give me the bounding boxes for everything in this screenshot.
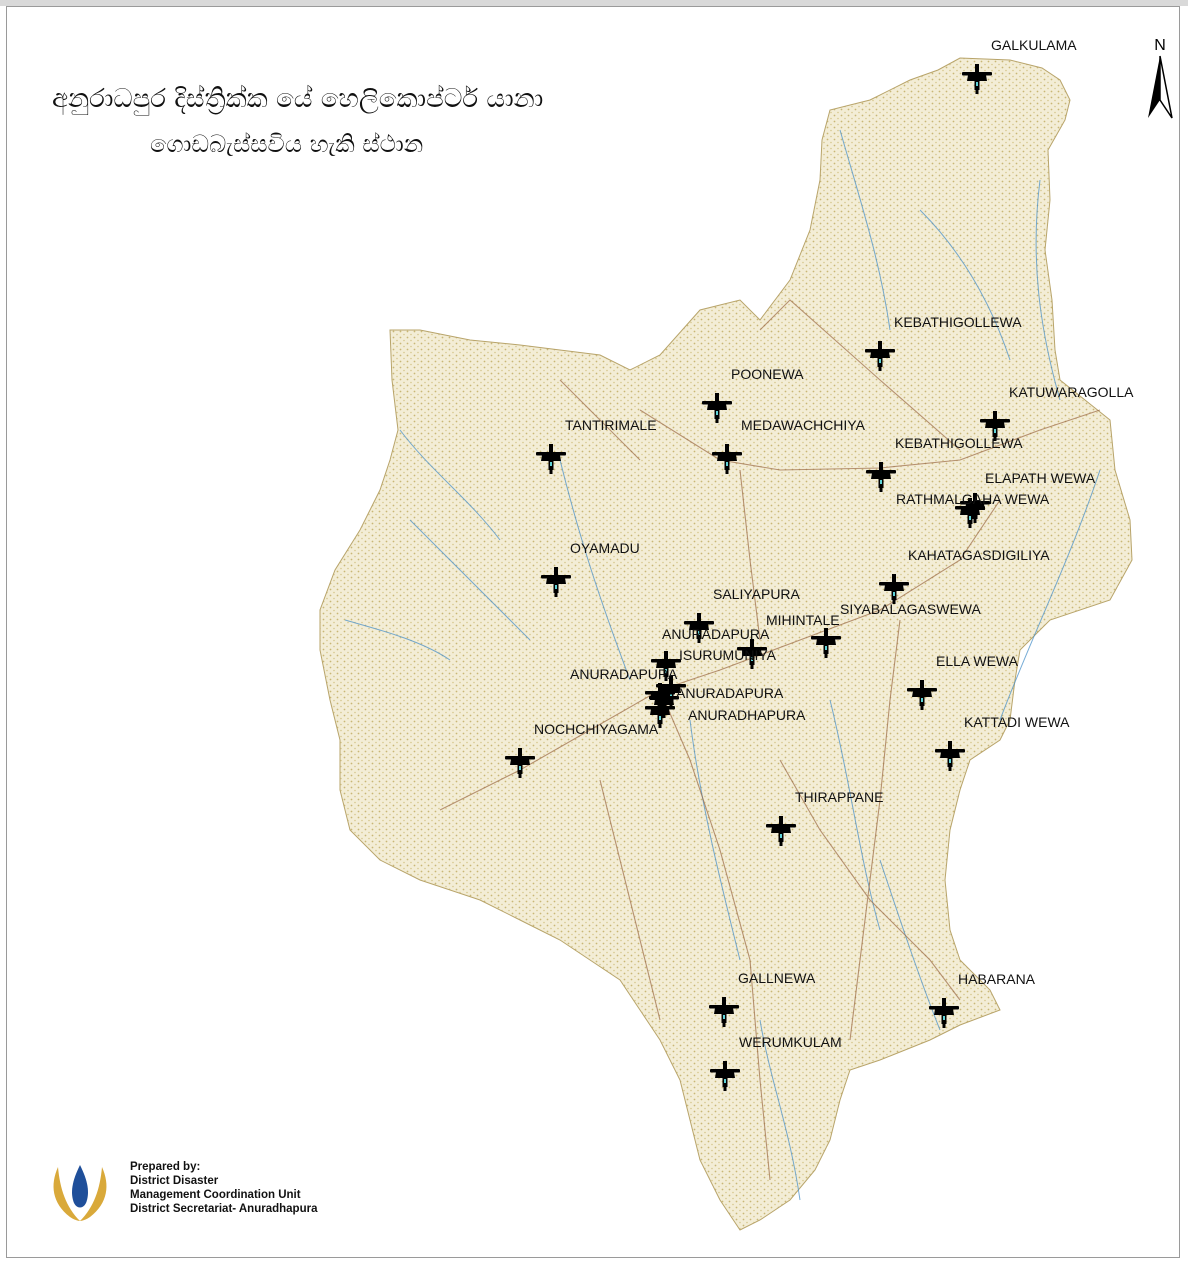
site-label: SALIYAPURA xyxy=(713,586,801,602)
site-label: THIRAPPANE xyxy=(795,789,883,805)
site-label: KATTADI WEWA xyxy=(964,714,1070,730)
site-label: WERUMKULAM xyxy=(739,1034,842,1050)
district-boundary xyxy=(319,57,1133,1231)
site-label: ELLA WEWA xyxy=(936,653,1019,669)
site-label: HABARANA xyxy=(958,971,1036,987)
site-label: ANURADAPURA xyxy=(662,626,770,642)
credit-line-4: District Secretariat- Anuradhapura xyxy=(130,1203,318,1215)
site-label: ANURADHAPURA xyxy=(688,707,806,723)
site-label: GALKULAMA xyxy=(991,37,1077,53)
site-label: RATHMALGAHA WEWA xyxy=(896,491,1050,507)
credit-line-3: Management Coordination Unit xyxy=(130,1189,301,1201)
site-labels: GALKULAMA KEBATHIGOLLEWA POONEWA KATUWARAGO… xyxy=(534,37,1134,1050)
site-label: ANURADAPURA xyxy=(570,666,678,682)
site-label: ELAPATH WEWA xyxy=(985,470,1096,486)
map-title-line-2: ගොඩබැස්සවිය හැකි ස්ථාන xyxy=(150,130,424,158)
site-label: OYAMADU xyxy=(570,540,640,556)
site-label: MIHINTALE xyxy=(766,612,840,628)
site-label: KEBATHIGOLLEWA xyxy=(894,314,1022,330)
site-label: GALLNEWA xyxy=(738,970,816,986)
credit-line-1: Prepared by: xyxy=(130,1161,201,1173)
site-label: KEBATHIGOLLEWA xyxy=(895,435,1023,451)
site-label: ANURADAPURA xyxy=(676,685,784,701)
site-label: POONEWA xyxy=(731,366,804,382)
site-label: NOCHCHIYAGAMA xyxy=(534,721,659,737)
top-bar xyxy=(0,0,1188,6)
site-label: ISURUMUNIYA xyxy=(679,647,777,663)
site-label: KAHATAGASDIGILIYA xyxy=(908,547,1050,563)
credit-line-2: District Disaster xyxy=(130,1175,219,1187)
site-label: MEDAWACHCHIYA xyxy=(741,417,866,433)
site-label: TANTIRIMALE xyxy=(565,417,657,433)
north-label: N xyxy=(1154,37,1166,54)
credit-block: Prepared by: District Disaster Managemen… xyxy=(130,1160,317,1216)
map-frame xyxy=(6,6,1180,1258)
north-arrow-icon xyxy=(1148,56,1160,118)
site-label: SIYABALAGASWEWA xyxy=(840,601,981,617)
north-arrow: N xyxy=(1148,37,1173,119)
map-title-line-1: අනුරාධපුර දිස්ත්‍රික්ක යේ හෙලිකොප්ටර් යා… xyxy=(52,84,544,114)
ddmcu-logo-icon xyxy=(53,1165,107,1221)
site-label: KATUWARAGOLLA xyxy=(1009,384,1134,400)
